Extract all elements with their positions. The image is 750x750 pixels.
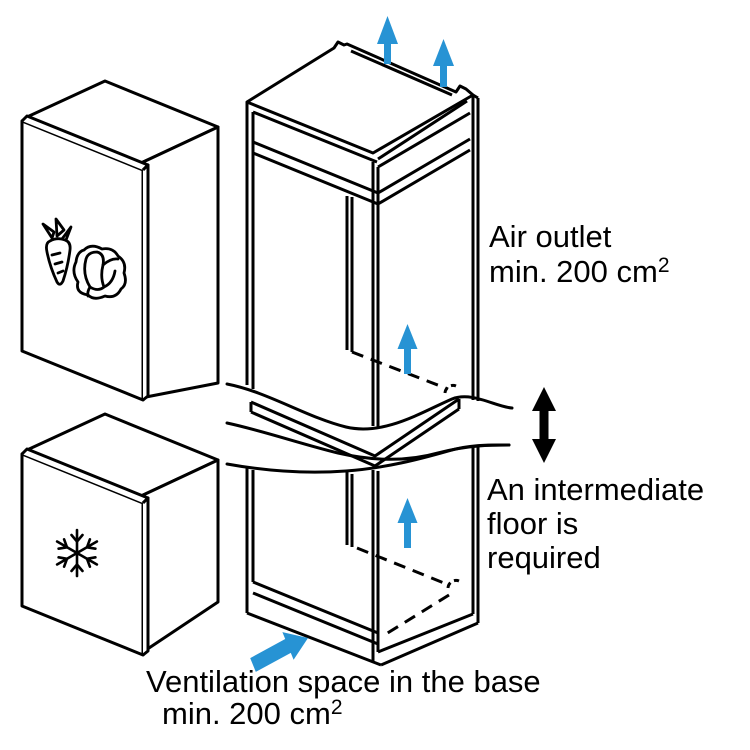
superscript: 2 — [330, 696, 343, 719]
left-stile-upper — [245, 102, 255, 389]
air-outlet-line1: Air outlet — [489, 219, 612, 254]
back-left-corner-upper — [345, 196, 354, 352]
snowflake-icon — [55, 528, 99, 578]
carrot-icon — [41, 217, 73, 286]
cabbage-icon — [72, 244, 127, 300]
air-outlet-label: Air outlet min. 200 cm2 — [489, 219, 670, 289]
fridge-unit — [20, 79, 220, 402]
back-left-corner-lower — [345, 472, 354, 547]
base-ventilation-label: Ventilation space in the base min. 200 c… — [146, 666, 541, 730]
intermediate-floor-line3: required — [487, 540, 601, 575]
intermediate-floor-label: An intermediate floor is required — [487, 473, 704, 575]
hidden-base-edge-2 — [385, 593, 450, 636]
niche-floor-front-edge — [252, 580, 379, 646]
cabinet-upper-section — [245, 40, 480, 429]
up-arrow-icon — [433, 39, 454, 87]
intermediate-floor-line1: An intermediate — [487, 472, 705, 507]
base-front-edge — [246, 611, 382, 667]
air-outlet-line2: min. 200 cm2 — [489, 254, 670, 289]
hidden-floor-edge-upper — [351, 350, 449, 391]
base-ventilation-line2: min. 200 cm2 — [162, 696, 343, 731]
base-ventilation-line1: Ventilation space in the base — [146, 664, 541, 699]
right-wall-lower — [471, 446, 480, 623]
fridge-door-front — [20, 119, 145, 402]
vent-cutout-hook-upper — [443, 383, 457, 394]
up-arrow-icon — [397, 498, 418, 548]
diagonal-arrow-icon — [250, 632, 308, 672]
vent-cutout-hook-lower — [446, 578, 460, 589]
airflow-arrows — [250, 16, 454, 672]
freezer-unit — [20, 412, 220, 657]
right-wall-bottom-edges — [377, 612, 479, 667]
right-wall-upper — [471, 93, 480, 401]
double-vertical-arrow-icon — [532, 387, 556, 463]
fridge-right-face — [139, 125, 220, 399]
intermediate-floor-panel — [249, 397, 461, 468]
up-arrow-icon — [377, 16, 398, 64]
intermediate-floor-line2: floor is — [487, 506, 579, 541]
cabinet-top-face — [245, 40, 475, 155]
break-lines — [225, 382, 514, 474]
superscript: 2 — [657, 254, 670, 277]
front-right-corner-upper — [371, 162, 380, 429]
cabinet-lower-section — [245, 446, 480, 667]
up-arrow-icon — [397, 324, 418, 374]
left-stile-lower — [245, 468, 255, 613]
hidden-base-edge — [356, 546, 445, 585]
fridge-door-right-edge — [141, 163, 150, 402]
freezer-door-right-edge — [141, 496, 150, 657]
top-vent-rail — [252, 137, 471, 206]
